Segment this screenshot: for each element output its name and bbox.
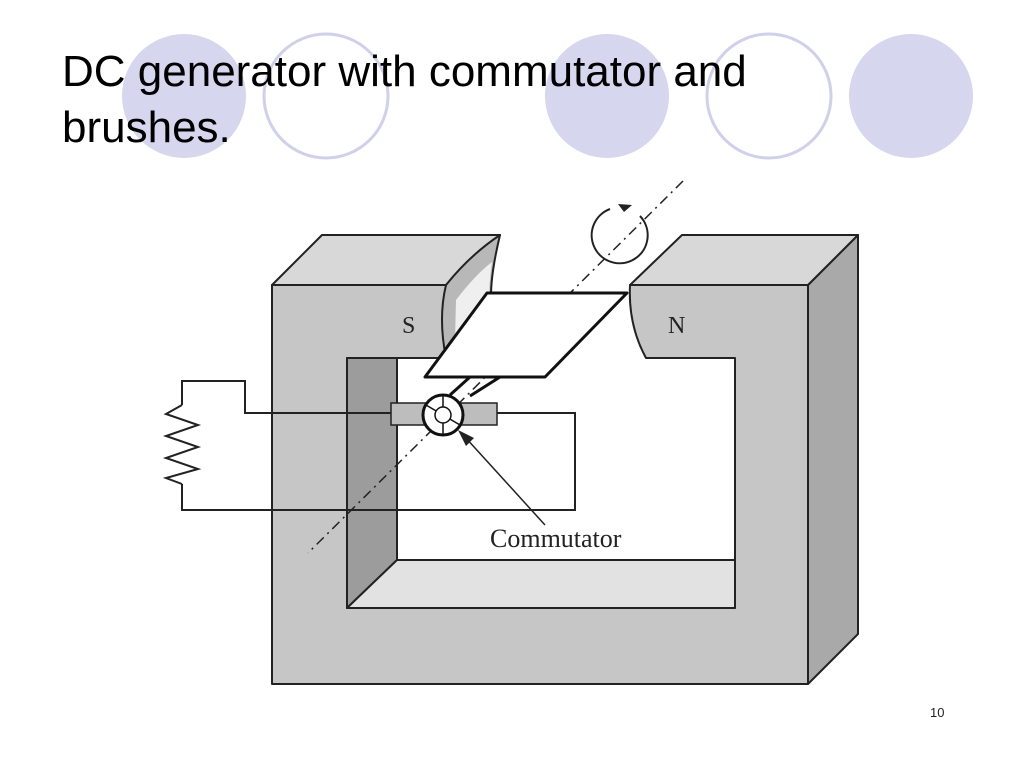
armature-coil xyxy=(423,291,629,379)
slide-title: DC generator with commutator and brushes… xyxy=(62,47,747,152)
decor-circle-filled xyxy=(849,34,973,158)
decor-circle-outline xyxy=(262,32,390,160)
south-pole-label: S xyxy=(402,313,415,339)
decor-circle-filled xyxy=(122,34,246,158)
south-pole-highlight xyxy=(455,262,492,340)
wire-lower xyxy=(181,412,576,511)
commutator-pointer xyxy=(464,436,546,526)
commutator xyxy=(421,393,465,437)
magnet-frame xyxy=(271,234,859,685)
dc-generator-diagram: S N Commutator xyxy=(162,180,859,685)
commutator-label: Commutator xyxy=(490,524,622,553)
rotation-arrow-icon xyxy=(590,204,649,265)
external-circuit xyxy=(162,380,576,511)
coil-lead xyxy=(448,375,472,397)
north-pole-label: N xyxy=(668,313,685,339)
page-number: 10 xyxy=(930,705,945,720)
decor-circle-filled xyxy=(545,34,669,158)
wire-upper xyxy=(181,380,392,414)
brush-right xyxy=(460,402,498,426)
magnet-inner-floor xyxy=(346,559,736,609)
decor-circle-outline xyxy=(705,32,833,160)
decorative-circles xyxy=(122,32,973,160)
resistor-icon xyxy=(162,404,202,485)
commutator-pointer-arrowhead xyxy=(458,430,474,446)
coil-lead xyxy=(469,375,501,398)
magnet-side-face xyxy=(807,234,859,685)
